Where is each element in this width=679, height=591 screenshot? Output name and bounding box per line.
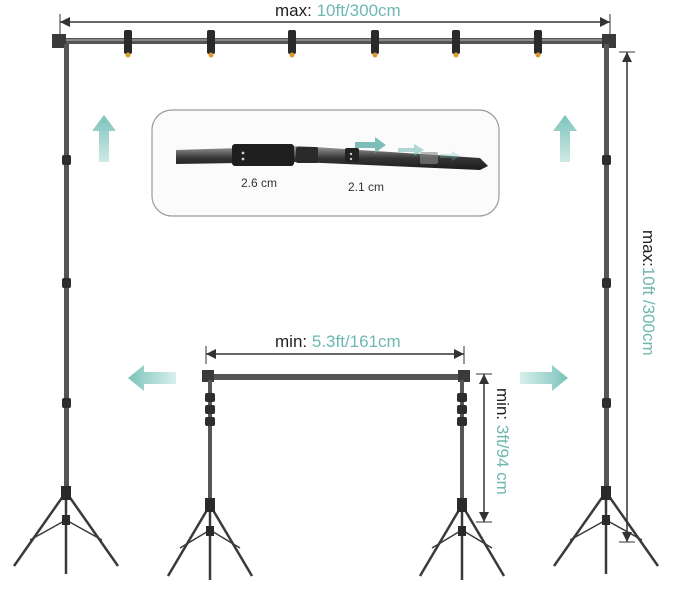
spring-clips [124,30,542,58]
height-knobs [62,155,611,408]
min-width-key: min: [275,332,308,351]
min-height-value: 3ft/94 cm [493,424,512,495]
right-pole [604,44,609,494]
left-pole [64,44,69,494]
tube-diameter-large: 2.6 cm [241,176,278,190]
large-stand [12,30,660,574]
max-height-dimension [619,51,635,543]
extend-up-arrow-right [553,115,577,162]
max-width-label: max: 10ft/300cm [275,1,401,21]
max-height-key: max: [639,230,658,267]
tube-diameter-small: 2.1 cm [348,180,385,194]
max-width-key: max: [275,1,312,20]
small-crossbar [204,374,468,380]
left-tripod [12,486,120,574]
small-right-pole [460,380,464,508]
max-height-value: 10ft /300cm [639,266,658,356]
small-stand [166,346,506,580]
extend-up-arrow-left [92,115,116,162]
small-right-tripod [418,498,506,580]
min-width-value: 5.3ft/161cm [311,332,401,351]
right-tripod [552,486,660,574]
extend-right-arrow [520,365,568,391]
extend-left-arrow [128,365,176,391]
small-left-pole [208,380,212,508]
small-left-tripod [166,498,254,580]
min-width-label: min: 5.3ft/161cm [275,332,401,352]
max-width-value: 10ft/300cm [316,1,401,20]
max-width-dimension [59,14,611,34]
tube-detail-inset [151,109,500,217]
max-height-label: max:10ft /300cm [638,230,658,356]
min-height-label: min: 3ft/94 cm [492,388,512,495]
min-height-key: min: [493,388,512,421]
